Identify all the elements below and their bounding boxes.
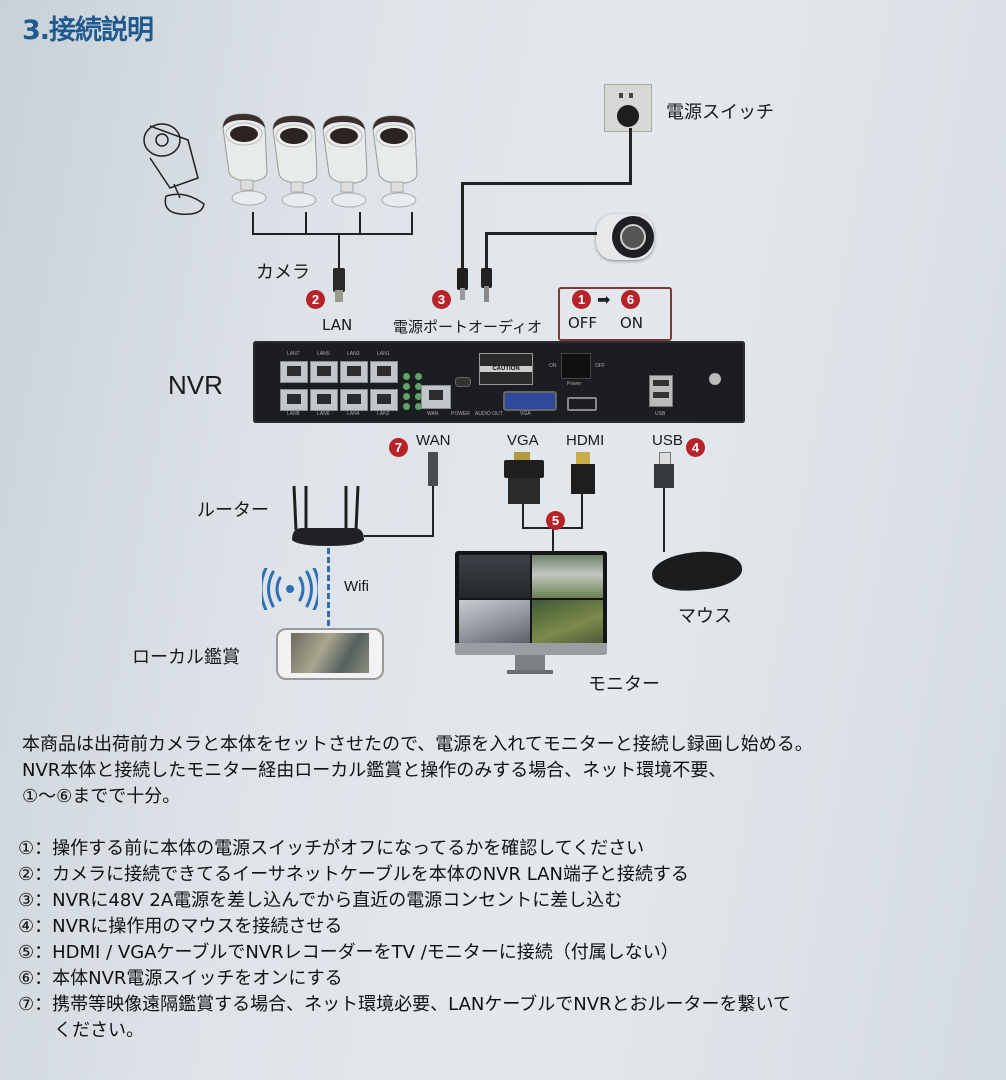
on-label: ON	[620, 314, 644, 332]
wan-port-label: WAN	[427, 411, 439, 417]
step-2: ②：カメラに接続できてるイーサネットケーブルを本体のNVR LAN端子と接続する	[18, 864, 689, 885]
monitor-label: モニター	[588, 674, 660, 695]
step-badge-1: 1	[572, 290, 591, 309]
step-5: ⑤：HDMI / VGAケーブルでNVRレコーダーをTV /モニターに接続（付属…	[18, 942, 679, 963]
ground-screw-icon	[709, 373, 721, 385]
power-switch[interactable]	[561, 353, 591, 379]
power-switch-label: Power	[567, 381, 582, 387]
vga-port-label: VGA	[520, 411, 531, 417]
lan-ports	[280, 361, 400, 411]
audio-plug-icon	[481, 268, 492, 288]
intro-line-3: ①～⑥までで十分。	[22, 786, 181, 807]
nvr-device: LAN7 LAN5 LAN3 LAN1 LAN8 LAN6 LAN4 LAN2 …	[253, 341, 745, 423]
lan-port[interactable]	[370, 361, 398, 383]
step-3: ③：NVRに48V 2A電源を差し込んでから直近の電源コンセントに差し込む	[18, 890, 623, 911]
port-label: LAN3	[347, 351, 360, 357]
lan-port[interactable]	[280, 389, 308, 411]
caution-sticker: CAUTION	[479, 353, 533, 385]
step-badge-5: 5	[546, 511, 565, 530]
vga-port[interactable]	[503, 391, 557, 411]
usb-plug-icon	[654, 464, 674, 488]
step-badge-6: 6	[621, 290, 640, 309]
port-label: LAN2	[377, 411, 390, 417]
port-label: LAN5	[317, 351, 330, 357]
intro-line-1: 本商品は出荷前カメラと本体をセットさせたので、電源を入れてモニターと接続し録画し…	[22, 734, 813, 755]
step-7: ⑦：携帯等映像遠隔鑑賞する場合、ネット環境必要、LANケーブルでNVRとおルータ…	[18, 994, 792, 1015]
switch-on-label: ON	[549, 363, 557, 369]
step-badge-2: 2	[306, 290, 325, 309]
wifi-link	[327, 548, 330, 644]
nvr-label: NVR	[168, 370, 223, 400]
power-plug-icon	[457, 268, 468, 290]
usb-label: USB	[652, 432, 683, 449]
switch-callout	[558, 287, 672, 341]
usb-ports[interactable]	[649, 375, 673, 407]
monitor-icon	[455, 551, 607, 655]
step-7-cont: ください。	[18, 1020, 144, 1041]
router-label: ルーター	[197, 500, 269, 521]
local-view-label: ローカル鑑賞	[132, 647, 240, 668]
lan-port[interactable]	[310, 389, 338, 411]
power-outlet-icon	[604, 84, 652, 132]
audio-out-label: AUDIO OUT	[475, 411, 503, 417]
power-jack[interactable]	[455, 377, 471, 387]
lan-label: LAN	[322, 316, 353, 334]
step-badge-7: 7	[389, 438, 408, 457]
step-6: ⑥：本体NVR電源スイッチをオンにする	[18, 968, 343, 989]
intro-text: 本商品は出荷前カメラと本体をセットさせたので、電源を入れてモニターと接続し録画し…	[22, 732, 813, 810]
wan-label: WAN	[416, 432, 451, 449]
power-port-audio-label: 電源ポートオーディオ	[393, 318, 542, 336]
page-title: 3.接続説明	[22, 15, 154, 46]
switch-off-label: OFF	[595, 363, 605, 369]
vga-plug-icon	[504, 460, 544, 478]
hdmi-label: HDMI	[566, 432, 605, 449]
step-badge-4: 4	[686, 438, 705, 457]
intro-line-2: NVR本体と接続したモニター経由ローカル鑑賞と操作のみする場合、ネット環境不要、	[22, 760, 727, 781]
camera-label: カメラ	[256, 262, 310, 283]
lan-port[interactable]	[340, 389, 368, 411]
speaker-icon	[596, 214, 654, 260]
router-icon	[292, 485, 364, 546]
power-port-label: POWER	[451, 411, 470, 417]
vga-label: VGA	[507, 432, 539, 449]
wan-port[interactable]	[421, 385, 451, 409]
step-4: ④：NVRに操作用のマウスを接続させる	[18, 916, 343, 937]
lan-plug-icon	[333, 268, 345, 292]
hdmi-plug-icon	[571, 464, 595, 494]
caution-text: CAUTION	[480, 366, 532, 372]
lan-port[interactable]	[340, 361, 368, 383]
camera-outline-icon	[143, 123, 205, 216]
wifi-label: Wifi	[344, 578, 369, 595]
wifi-signal-icon	[262, 568, 318, 610]
wan-plug-icon	[428, 452, 438, 486]
steps-list: ①：操作する前に本体の電源スイッチがオフになってるかを確認してください ②：カメ…	[18, 836, 791, 1044]
mouse-icon	[650, 547, 744, 595]
arrow-right-icon: ➡	[597, 290, 611, 309]
port-label: LAN8	[287, 411, 300, 417]
usb-port-label: USB	[655, 411, 666, 417]
status-leds	[403, 373, 424, 410]
smartphone-icon	[276, 628, 384, 680]
hdmi-port[interactable]	[567, 397, 597, 411]
lan-port[interactable]	[280, 361, 308, 383]
cameras-icon	[222, 113, 418, 208]
lan-port[interactable]	[310, 361, 338, 383]
port-label: LAN7	[287, 351, 300, 357]
off-label: OFF	[568, 314, 598, 332]
power-switch-label: 電源スイッチ	[666, 102, 774, 123]
port-label: LAN4	[347, 411, 360, 417]
lan-port[interactable]	[370, 389, 398, 411]
port-label: LAN6	[317, 411, 330, 417]
port-label: LAN1	[377, 351, 390, 357]
mouse-label: マウス	[678, 606, 732, 627]
step-1: ①：操作する前に本体の電源スイッチがオフになってるかを確認してください	[18, 838, 645, 859]
step-badge-3: 3	[432, 290, 451, 309]
